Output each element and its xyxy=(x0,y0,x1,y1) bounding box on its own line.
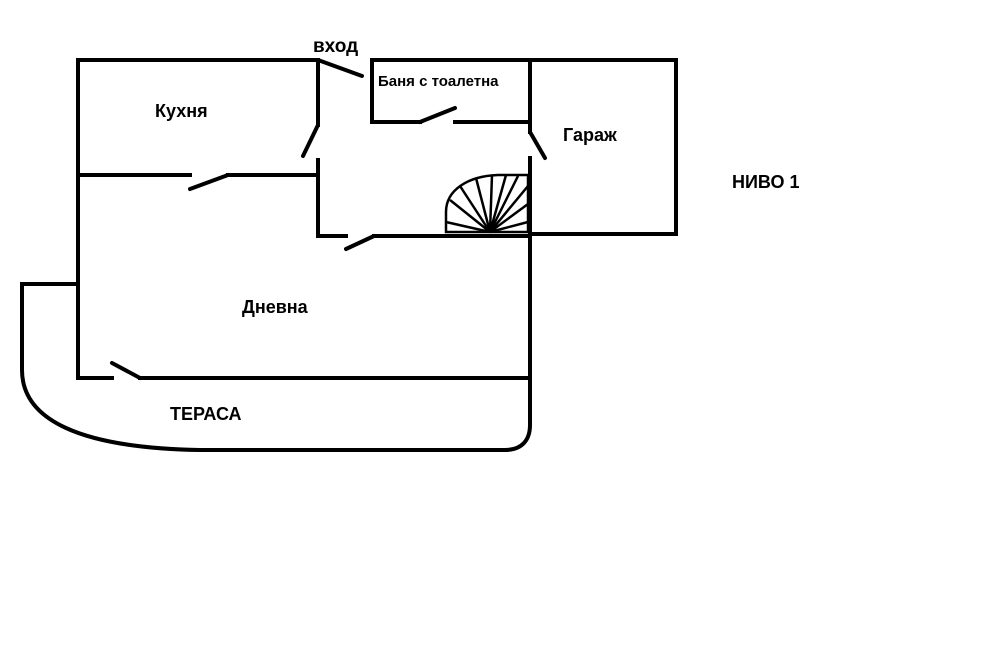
label-level: НИВО 1 xyxy=(732,172,800,192)
label-bathroom: Баня с тоалетна xyxy=(378,73,499,90)
label-entrance: вход xyxy=(313,36,358,57)
door-kitchen-hall xyxy=(301,123,320,158)
door-living-terrace xyxy=(110,361,142,380)
door-hall-living xyxy=(344,234,376,251)
label-terrace: ТЕРАСА xyxy=(170,404,242,424)
doors xyxy=(110,58,547,380)
spiral-staircase xyxy=(444,173,530,234)
door-garage xyxy=(528,130,547,160)
walls xyxy=(20,58,678,452)
door-kitchen-living xyxy=(188,173,230,191)
label-garage: Гараж xyxy=(563,125,617,145)
door-entrance xyxy=(316,58,364,78)
door-bathroom xyxy=(418,106,457,124)
label-kitchen: Кухня xyxy=(155,101,208,121)
terrace-outline xyxy=(20,282,532,452)
label-living-room: Дневна xyxy=(242,297,309,317)
